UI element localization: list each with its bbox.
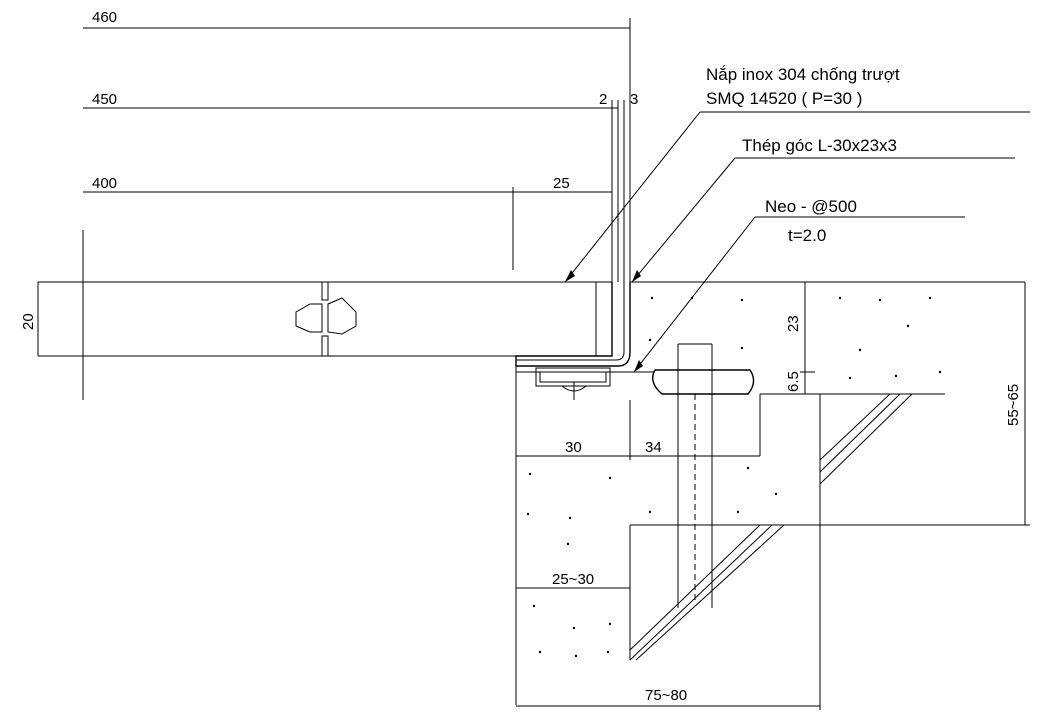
concrete-speckles xyxy=(526,296,942,658)
angle-steel xyxy=(515,282,631,367)
dim-34: 34 xyxy=(645,439,662,456)
dim-400: 400 xyxy=(92,175,117,192)
dim-25: 25 xyxy=(553,175,570,192)
concrete-structure xyxy=(515,281,1025,705)
dim-20: 20 xyxy=(20,313,37,330)
dimension-lines-top xyxy=(83,18,631,290)
leader-lines xyxy=(564,111,1030,373)
dim-3: 3 xyxy=(630,91,638,108)
dim-2: 2 xyxy=(599,91,607,108)
label-cover-line1: Nắp inox 304 chống trượt xyxy=(706,65,900,84)
dim-75-80: 75~80 xyxy=(645,687,687,704)
label-cover-line2: SMQ 14520 ( P=30 ) xyxy=(706,89,862,108)
dim-30: 30 xyxy=(565,439,582,456)
dimension-lines-bottom xyxy=(516,400,821,710)
label-thickness: t=2.0 xyxy=(788,226,826,245)
dim-6-5: 6.5 xyxy=(785,371,802,392)
dim-25-30: 25~30 xyxy=(552,571,594,588)
dim-55-65: 55~65 xyxy=(1005,384,1022,426)
label-angle-steel: Thép góc L-30x23x3 xyxy=(742,136,897,155)
dim-23: 23 xyxy=(785,315,802,332)
label-anchor: Neo - @500 xyxy=(765,197,857,216)
anchor-bolt xyxy=(516,343,755,608)
dim-450: 450 xyxy=(92,91,117,108)
dim-460: 460 xyxy=(92,9,117,26)
dimension-lines-right xyxy=(800,282,1030,526)
cover-plate xyxy=(37,230,613,400)
